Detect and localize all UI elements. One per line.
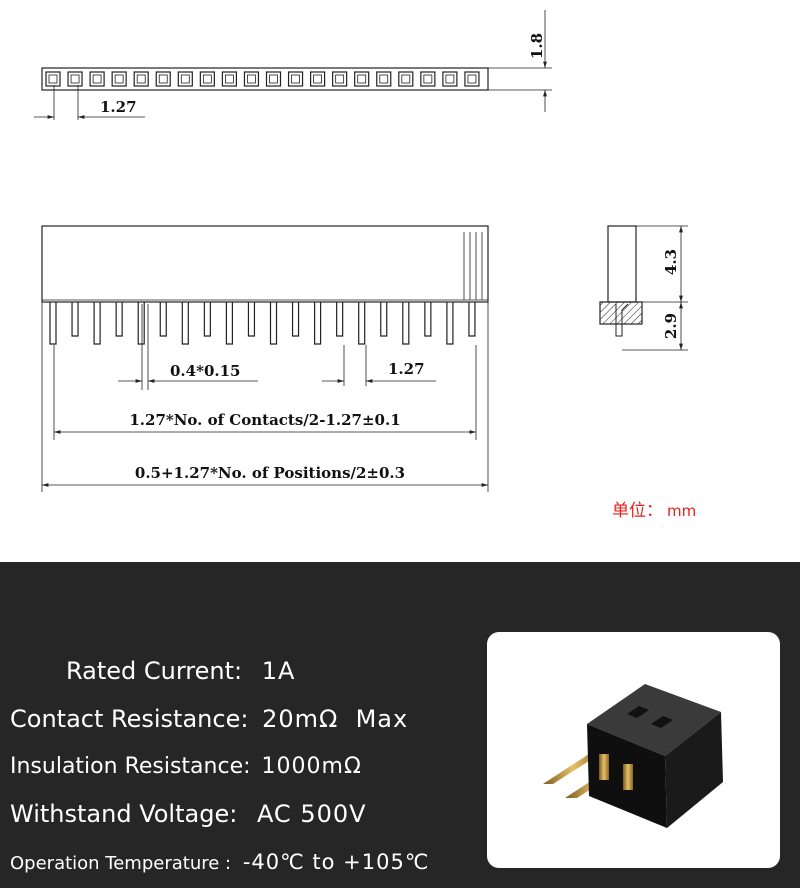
- front-pin: [380, 302, 388, 337]
- socket-hole: [45, 71, 61, 87]
- socket-hole-inner: [180, 74, 190, 84]
- spec-value: AC 500V: [256, 800, 367, 828]
- socket-hole: [287, 71, 304, 87]
- spec-insulation-resistance: Insulation Resistance: 1000mΩ: [10, 754, 362, 779]
- socket-hole: [133, 71, 149, 87]
- socket-hole: [376, 71, 392, 87]
- socket-hole-inner: [158, 74, 168, 84]
- socket-hole: [111, 71, 127, 87]
- front-pin: [314, 302, 322, 345]
- spec-value: 1000mΩ: [261, 754, 362, 779]
- socket-hole-inner: [247, 74, 256, 84]
- socket-hole: [310, 71, 326, 87]
- socket-hole: [67, 71, 83, 87]
- side-height-label: 4.3: [662, 249, 680, 275]
- front-pin: [49, 302, 57, 345]
- front-pin: [269, 302, 278, 345]
- front-pin: [468, 302, 476, 337]
- spec-value: -40℃ to +105℃: [242, 850, 430, 874]
- side-view: [599, 225, 688, 351]
- front-view-body: [41, 225, 489, 303]
- socket-hole-inner: [313, 74, 323, 84]
- top-height-label: 1.8: [528, 33, 546, 59]
- socket-hole-inner: [467, 74, 477, 84]
- socket-hole-inner: [335, 74, 345, 84]
- front-pin: [115, 302, 123, 337]
- socket-hole-inner: [70, 74, 80, 84]
- socket-hole-inner: [291, 74, 300, 84]
- socket-hole: [221, 71, 237, 87]
- contacts-formula-label: 1.27*No. of Contacts/2-1.27±0.1: [129, 411, 400, 429]
- socket-hole-inner: [401, 74, 411, 84]
- unit-label: 单位：mm: [612, 496, 696, 521]
- spec-withstand-voltage: Withstand Voltage: AC 500V: [10, 800, 367, 828]
- front-pin: [402, 302, 410, 345]
- front-pin: [291, 302, 300, 337]
- unit-text: 单位：: [612, 501, 663, 521]
- top-view-body: [41, 67, 489, 91]
- spec-label: Contact Resistance:: [10, 705, 249, 733]
- connector-photo: [487, 632, 780, 868]
- socket-hole: [354, 71, 370, 87]
- spec-label: Insulation Resistance:: [10, 754, 251, 779]
- socket-hole-inner: [224, 74, 234, 84]
- socket-hole-inner: [136, 74, 146, 84]
- socket-hole: [442, 71, 458, 87]
- socket-hole: [243, 71, 260, 87]
- positions-formula-label: 0.5+1.27*No. of Positions/2±0.3: [135, 464, 405, 482]
- front-pin: [358, 302, 366, 345]
- spec-rated-current: Rated Current: 1A: [66, 657, 295, 685]
- spec-label: Operation Temperature :: [10, 853, 232, 874]
- front-pin: [93, 302, 101, 345]
- spec-value: 20mΩ Max: [262, 705, 409, 733]
- front-view: [41, 225, 489, 492]
- front-pin: [137, 302, 145, 345]
- socket-hole: [420, 71, 436, 87]
- socket-hole: [464, 71, 480, 87]
- socket-hole: [398, 71, 414, 87]
- socket-hole-inner: [445, 74, 455, 84]
- front-pin: [247, 302, 256, 337]
- socket-hole: [265, 71, 282, 87]
- front-pin: [336, 302, 344, 337]
- socket-hole: [332, 71, 348, 87]
- spec-value: 1A: [261, 657, 296, 685]
- socket-hole: [177, 71, 193, 87]
- socket-hole-inner: [92, 74, 102, 84]
- socket-hole-inner: [114, 74, 124, 84]
- pin-width-label: 0.4*0.15: [170, 362, 240, 380]
- front-pin: [203, 302, 211, 337]
- top-view-holes: [45, 71, 480, 87]
- front-pitch-label: 1.27: [388, 360, 425, 378]
- socket-hole: [155, 71, 171, 87]
- socket-hole-inner: [269, 74, 278, 84]
- socket-hole: [199, 71, 215, 87]
- front-pin: [424, 302, 432, 337]
- technical-drawing: 1.27 1.8 0.4*0.15 1.27 1.27*No. of Conta…: [34, 10, 688, 492]
- front-view-pins: [49, 302, 476, 345]
- spec-contact-resistance: Contact Resistance: 20mΩ Max: [10, 705, 408, 733]
- front-pin: [181, 302, 189, 345]
- spec-operation-temperature: Operation Temperature : -40℃ to +105℃: [10, 850, 429, 874]
- unit-value: mm: [667, 502, 697, 520]
- socket-hole-inner: [357, 74, 367, 84]
- socket-hole: [89, 71, 105, 87]
- socket-hole-inner: [48, 74, 58, 84]
- front-pin: [159, 302, 167, 337]
- top-pitch-label: 1.27: [100, 98, 137, 116]
- front-pin: [71, 302, 79, 337]
- side-view-base: [599, 301, 643, 325]
- socket-hole-inner: [379, 74, 389, 84]
- front-pin: [446, 302, 454, 345]
- side-pin-label: 2.9: [662, 313, 680, 339]
- socket-hole-inner: [202, 74, 212, 84]
- side-view-body: [607, 225, 637, 303]
- spec-label: Withstand Voltage:: [10, 800, 238, 828]
- top-view: [34, 10, 552, 120]
- socket-hole-inner: [423, 74, 433, 84]
- front-pin: [225, 302, 233, 345]
- spec-label: Rated Current:: [66, 657, 243, 685]
